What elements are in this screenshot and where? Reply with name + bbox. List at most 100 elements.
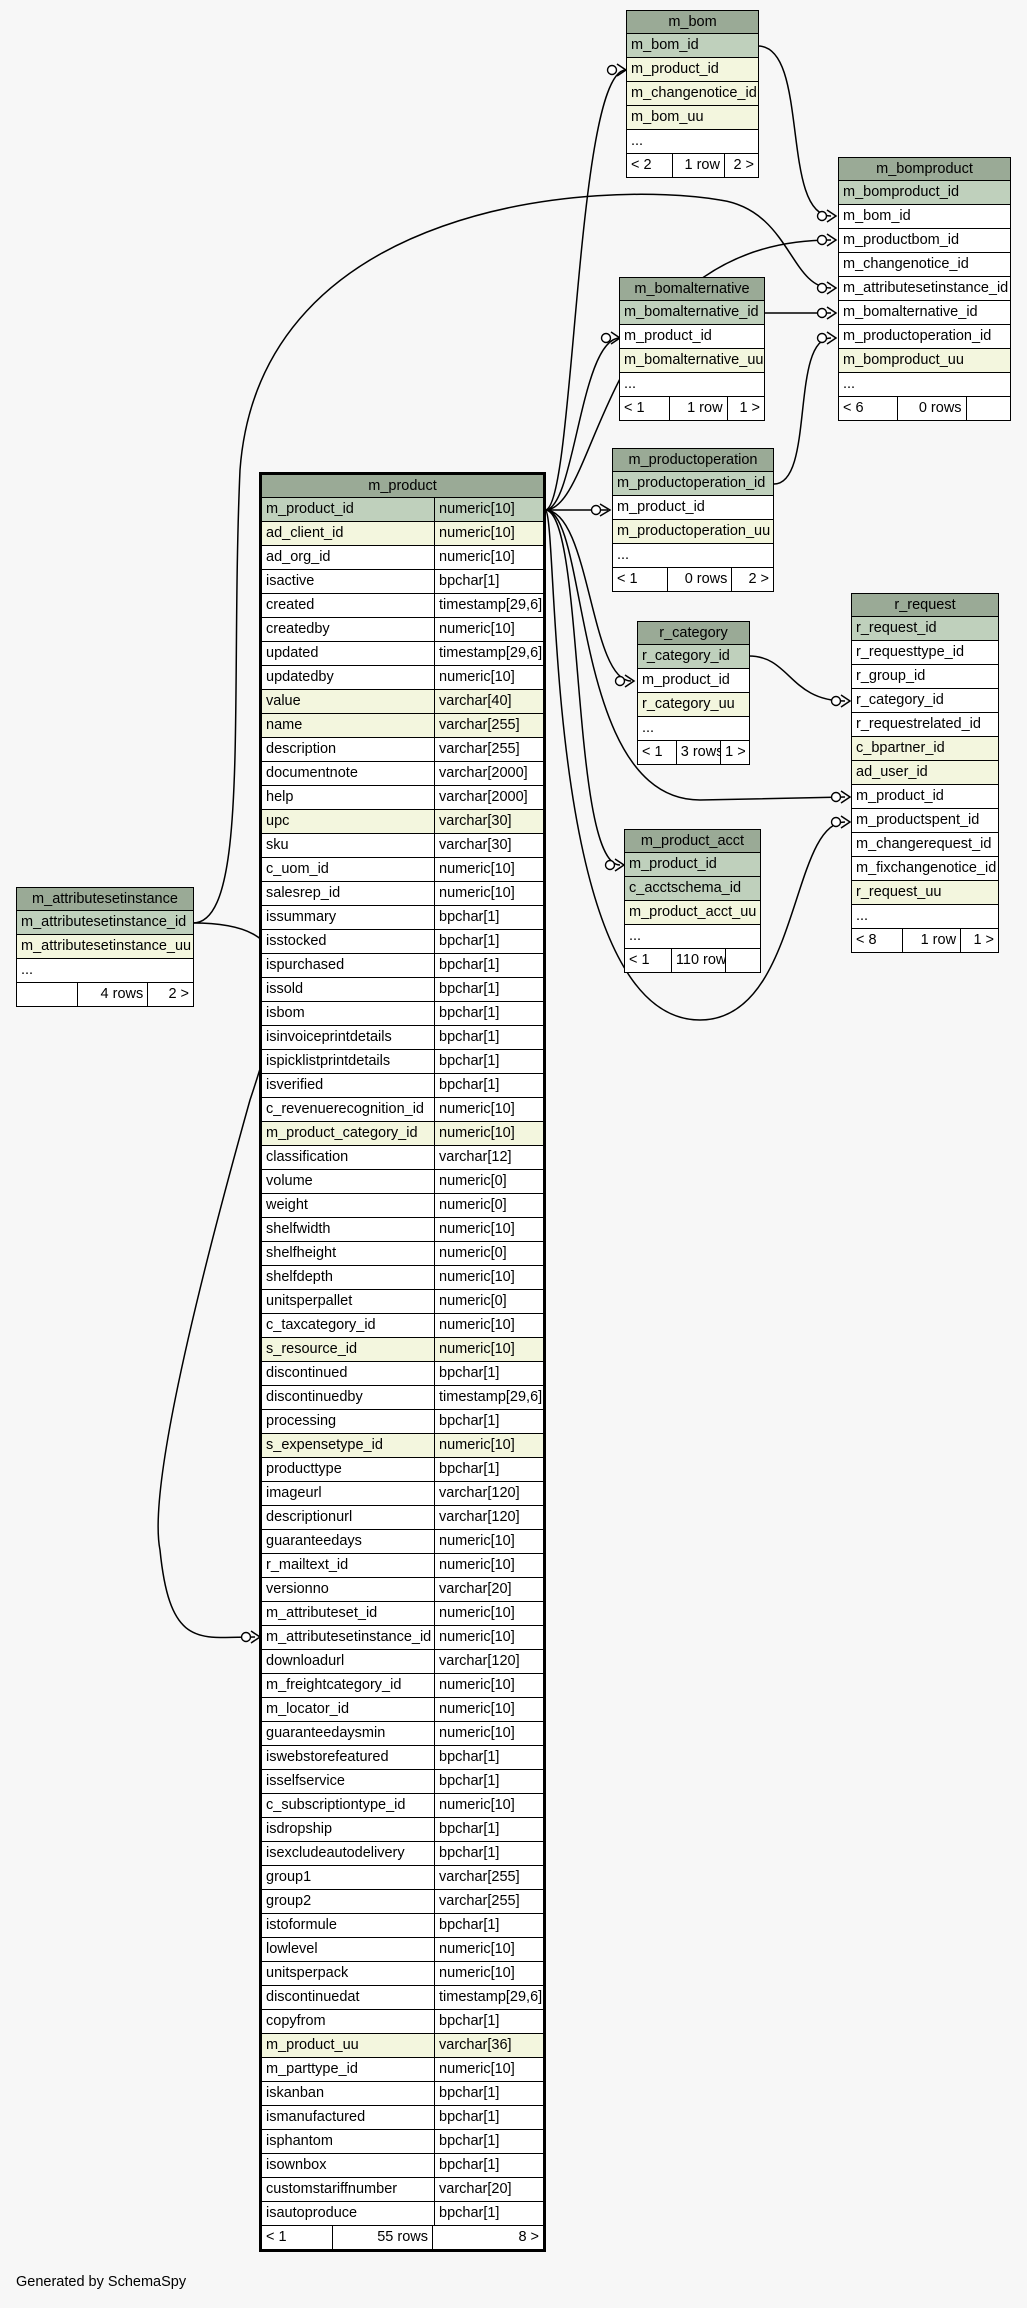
column-row[interactable]: m_bomalternative_uu <box>620 349 764 373</box>
column-row[interactable]: m_productbom_id <box>839 229 1010 253</box>
table-title[interactable]: r_category <box>638 622 749 645</box>
column-row[interactable]: c_acctschema_id <box>625 877 760 901</box>
parents-link[interactable] <box>17 983 77 1006</box>
column-row[interactable]: ... <box>638 717 749 741</box>
children-link[interactable]: 1 > <box>960 929 998 952</box>
column-row[interactable]: m_product_id <box>852 785 998 809</box>
table-title[interactable]: m_bom <box>627 11 758 34</box>
children-link[interactable] <box>965 397 1010 420</box>
table-title[interactable]: m_bomalternative <box>620 278 764 301</box>
column-row[interactable]: m_productoperation_uu <box>613 520 773 544</box>
column-row[interactable]: m_attributesetinstance_id <box>839 277 1010 301</box>
table-title[interactable]: m_productoperation <box>613 449 773 472</box>
column-row[interactable]: m_changerequest_id <box>852 833 998 857</box>
column-row[interactable]: r_request_uu <box>852 881 998 905</box>
table-title[interactable]: r_request <box>852 594 998 617</box>
column-row[interactable]: m_product_id <box>620 325 764 349</box>
parents-link[interactable]: < 6 <box>843 400 864 416</box>
column-row[interactable]: m_bomproduct_uu <box>839 349 1010 373</box>
column-row[interactable]: m_product_id <box>613 496 773 520</box>
column-row[interactable]: m_bom_uu <box>627 106 758 130</box>
column-row[interactable]: m_attributesetinstance_uu <box>17 935 193 959</box>
column-row[interactable]: ... <box>852 905 998 929</box>
column-row[interactable]: ... <box>839 373 1010 397</box>
parents-link[interactable]: < 1 <box>642 744 663 760</box>
column-row[interactable]: m_productoperation_id <box>613 472 773 496</box>
column-row[interactable]: m_changenotice_id <box>627 82 758 106</box>
column-row[interactable]: c_bpartner_id <box>852 737 998 761</box>
parents-link[interactable]: < 2 <box>631 157 652 173</box>
column-row[interactable]: r_requesttype_id <box>852 641 998 665</box>
table-title[interactable]: m_attributesetinstance <box>17 888 193 911</box>
column-row[interactable]: m_bomalternative_id <box>620 301 764 325</box>
children-link[interactable]: 8 > <box>432 2226 543 2249</box>
column-row[interactable]: m_attributesetinstance_id <box>17 911 193 935</box>
column-row[interactable]: r_category_id <box>852 689 998 713</box>
column-row[interactable]: r_category_id <box>638 645 749 669</box>
column-row[interactable]: m_bomalternative_id <box>839 301 1010 325</box>
column-row[interactable]: m_product_id <box>625 853 760 877</box>
column-row[interactable]: r_requestrelated_id <box>852 713 998 737</box>
table-title[interactable]: m_bomproduct <box>839 158 1010 181</box>
column-row[interactable]: ad_user_id <box>852 761 998 785</box>
column-row[interactable]: ... <box>620 373 764 397</box>
column-row[interactable]: m_bomproduct_id <box>839 181 1010 205</box>
children-link[interactable]: 2 > <box>147 983 193 1006</box>
column-row[interactable]: m_product_id <box>627 58 758 82</box>
column-row[interactable]: ... <box>627 130 758 154</box>
children-link[interactable]: 2 > <box>731 568 773 591</box>
parents-link[interactable]: < 1 <box>629 952 650 968</box>
